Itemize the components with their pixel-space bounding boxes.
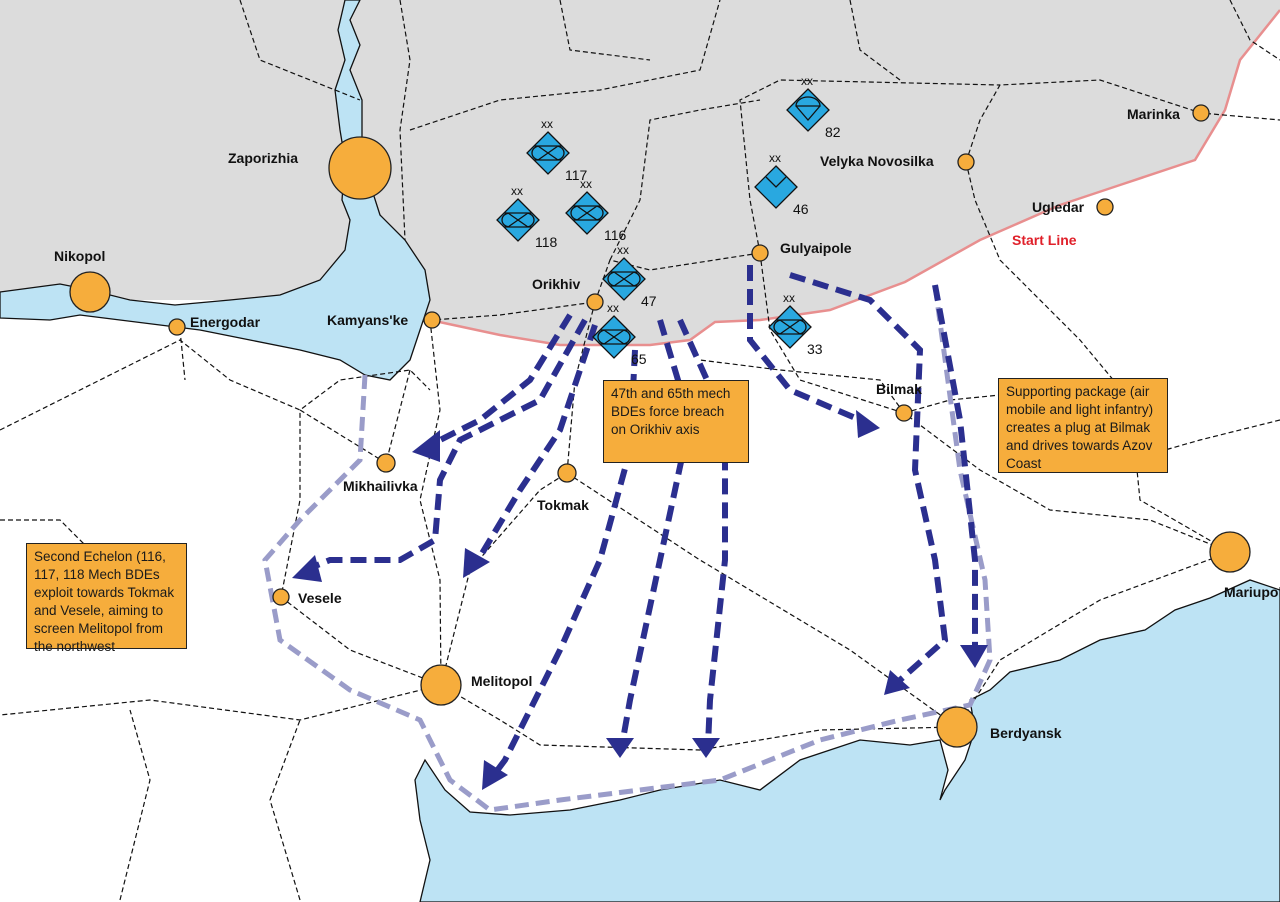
city-marker-tokmak[interactable]	[557, 463, 577, 483]
unit-symbol-118[interactable]: xx 118	[496, 184, 558, 250]
city-marker-bilmak[interactable]	[895, 404, 913, 422]
city-label: Vesele	[298, 590, 342, 606]
city-label: Orikhiv	[532, 276, 580, 292]
city-marker-orikhiv[interactable]	[586, 293, 604, 311]
unit-symbol-65[interactable]: xx 65	[592, 301, 647, 367]
unit-number-label: 117	[565, 167, 588, 183]
city-marker-zaporizhia[interactable]	[328, 136, 392, 200]
callout-support: Supporting package (air mobile and light…	[998, 378, 1168, 473]
city-marker-ugledar[interactable]	[1096, 198, 1114, 216]
city-label: Ugledar	[1032, 199, 1085, 215]
city-label: Energodar	[190, 314, 261, 330]
unit-number-label: 65	[631, 351, 647, 367]
start-line-label: Start Line	[1012, 232, 1077, 248]
city-label: Mariupol	[1224, 584, 1280, 600]
city-labels: Zaporizhia Nikopol Energodar Kamyans'ke …	[54, 106, 1280, 741]
city-label: Kamyans'ke	[327, 312, 408, 328]
city-label: Mikhailivka	[343, 478, 418, 494]
mechanized-infantry-icon	[597, 329, 631, 345]
unit-diamond-icon	[786, 88, 830, 132]
city-label: Marinka	[1127, 106, 1180, 122]
city-label: Melitopol	[471, 673, 532, 689]
mechanized-infantry-icon	[773, 319, 807, 335]
city-marker-energodar[interactable]	[168, 318, 186, 336]
unit-number-label: 118	[535, 234, 558, 250]
unit-symbol-116[interactable]: xx 116	[565, 177, 627, 243]
city-marker-kamyanske[interactable]	[423, 311, 441, 329]
unit-number-label: 82	[825, 124, 841, 140]
start-territory	[0, 0, 1280, 345]
unit-number-label: 116	[604, 227, 627, 243]
unit-echelon-label: xx	[769, 151, 781, 165]
mechanized-infantry-icon	[570, 205, 604, 221]
unit-echelon-label: xx	[541, 117, 553, 131]
unit-symbol-46[interactable]: xx 46	[754, 151, 809, 217]
unit-echelon-label: xx	[783, 291, 795, 305]
unit-echelon-label: xx	[801, 74, 813, 88]
unit-number-label: 33	[807, 341, 823, 357]
unit-echelon-label: xx	[580, 177, 592, 191]
support-axis-west	[262, 284, 993, 813]
city-marker-nikopol[interactable]	[69, 271, 111, 313]
city-label: Bilmak	[876, 381, 922, 397]
city-marker-vesele[interactable]	[272, 588, 290, 606]
unit-symbol-33[interactable]: xx 33	[768, 291, 823, 357]
callout-second-echelon: Second Echelon (116, 117, 118 Mech BDEs …	[26, 543, 187, 654]
unit-number-label: 47	[641, 293, 657, 309]
city-label: Nikopol	[54, 248, 105, 264]
city-marker-mariupol[interactable]	[1209, 531, 1251, 573]
unit-echelon-label: xx	[617, 243, 629, 257]
city-marker-mikhailivka[interactable]	[376, 453, 396, 473]
callout-breach: 47th and 65th mech BDEs force breach on …	[603, 380, 749, 463]
city-label: Tokmak	[537, 497, 589, 513]
city-label: Zaporizhia	[228, 150, 298, 166]
mechanized-infantry-icon	[501, 212, 535, 228]
city-label: Velyka Novosilka	[820, 153, 934, 169]
airborne-icon	[795, 96, 821, 121]
unit-echelon-label: xx	[511, 184, 523, 198]
cities	[69, 104, 1251, 748]
unit-echelon-label: xx	[607, 301, 619, 315]
unit-symbol-117[interactable]: xx 117	[526, 117, 588, 183]
city-marker-marinka[interactable]	[1192, 104, 1210, 122]
unit-number-label: 46	[793, 201, 809, 217]
city-label: Gulyaipole	[780, 240, 852, 256]
city-marker-berdyansk[interactable]	[936, 706, 978, 748]
sea-of-azov	[414, 579, 1280, 902]
unit-symbol-82[interactable]: xx 82	[786, 74, 841, 140]
city-marker-melitopol[interactable]	[420, 664, 462, 706]
mechanized-infantry-icon	[531, 145, 565, 161]
city-marker-velyka-novosilka[interactable]	[957, 153, 975, 171]
air-assault-icon	[765, 176, 787, 188]
city-label: Berdyansk	[990, 725, 1062, 741]
city-marker-gulyaipole[interactable]	[751, 244, 769, 262]
mechanized-infantry-icon	[607, 271, 641, 287]
unit-symbol-47[interactable]: xx 47	[602, 243, 657, 309]
